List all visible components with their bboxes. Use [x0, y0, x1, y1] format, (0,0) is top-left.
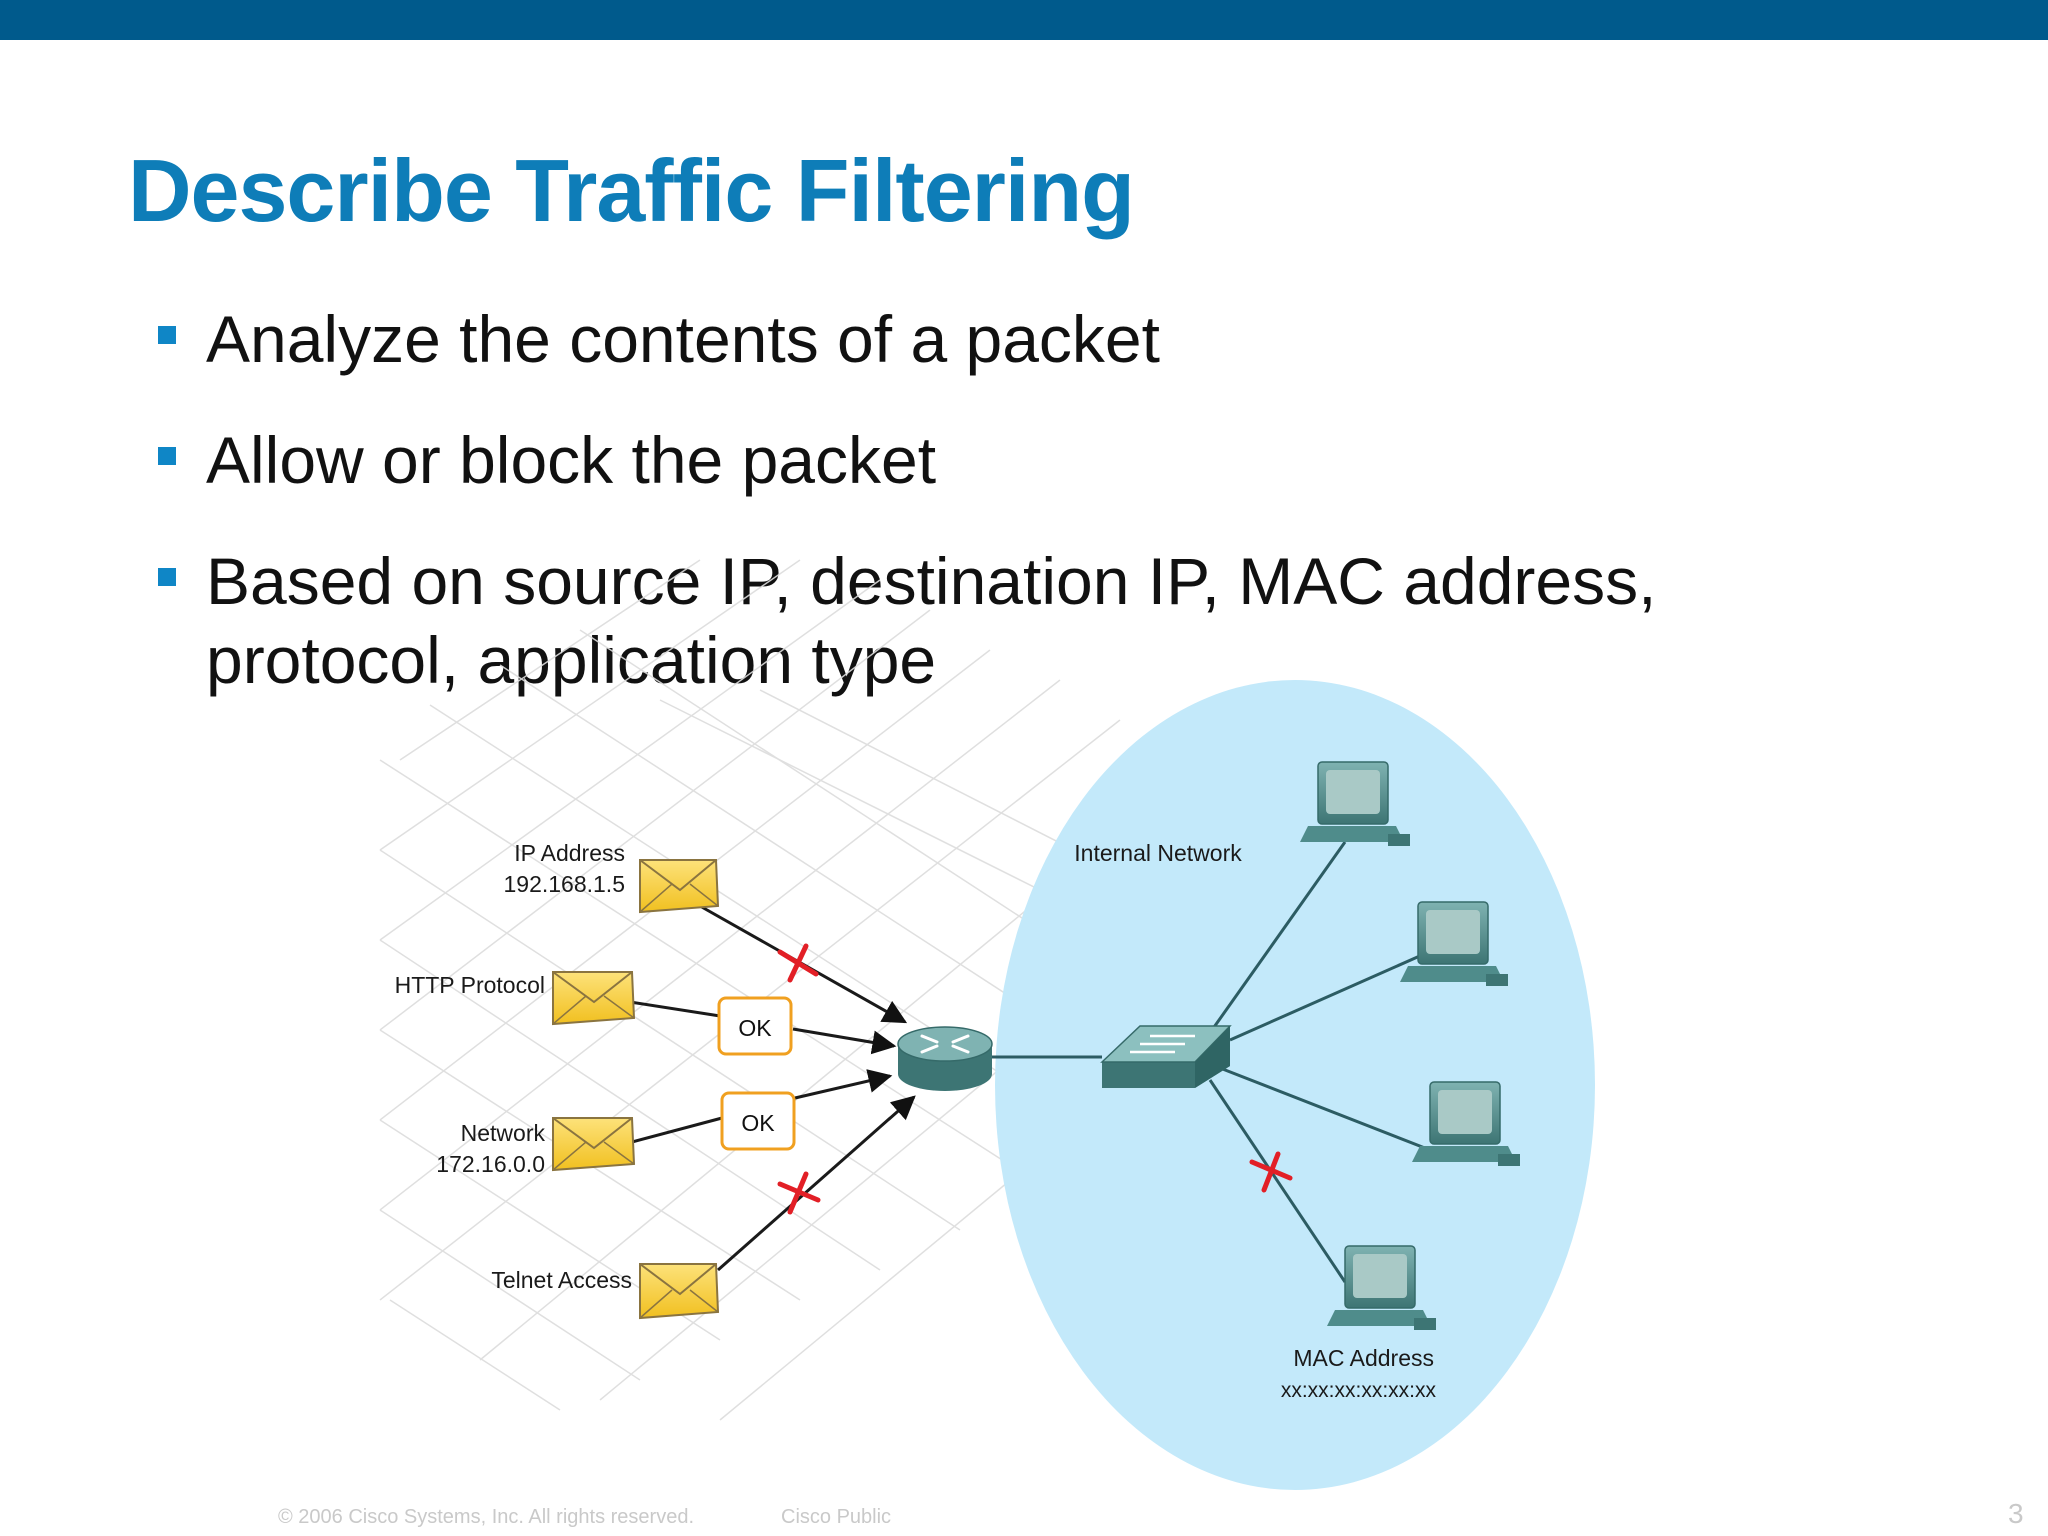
path-telnet: [717, 1095, 916, 1272]
bullet-list: Analyze the contents of a packet Allow o…: [158, 300, 1858, 742]
bullet-text: Analyze the contents of a packet: [206, 302, 1160, 376]
envelope-icon: [639, 1263, 720, 1320]
computer-icon: [1300, 761, 1410, 846]
link-host-4: [1208, 1079, 1347, 1283]
link-host-1: [1210, 841, 1347, 1031]
ok-label: OK: [738, 1015, 772, 1041]
ok-box-border: [717, 996, 793, 1056]
packet-label: Network: [461, 1120, 546, 1146]
internal-network-label: Internal Network: [1074, 840, 1242, 866]
packet-label: IP Address: [514, 840, 625, 866]
router-icon: [897, 1026, 993, 1091]
packet-sublabel: 172.16.0.0: [436, 1151, 545, 1177]
link-host-3: [1219, 1066, 1431, 1152]
mac-address-label: MAC Address: [1293, 1345, 1434, 1371]
mac-address-value: xx:xx:xx:xx:xx:xx: [1281, 1379, 1437, 1402]
page-number: 3: [2008, 1498, 2024, 1529]
internal-network-zone: [995, 680, 1595, 1490]
path-http-out: [792, 1027, 897, 1055]
envelope-icon: [552, 1117, 636, 1172]
path-network-out: [794, 1069, 893, 1100]
bullet-item: Analyze the contents of a packet: [158, 300, 1858, 379]
packet-paths: [629, 904, 916, 1272]
red-x-icon: [777, 1171, 821, 1215]
bullet-text: Allow or block the packet: [206, 423, 937, 497]
footer-classification: Cisco Public: [781, 1506, 892, 1528]
bullet-square-icon: [158, 568, 176, 586]
network-links: [992, 841, 1431, 1283]
bullet-item: Based on source IP, destination IP, MAC …: [158, 542, 1858, 700]
computer-icon: [1412, 1081, 1520, 1166]
bullet-text: Based on source IP, destination IP, MAC …: [206, 544, 1657, 697]
packet-label: HTTP Protocol: [395, 972, 545, 998]
footer-copyright: © 2006 Cisco Systems, Inc. All rights re…: [278, 1506, 695, 1528]
red-x-icon: [1249, 1151, 1293, 1193]
envelope-icon: [639, 859, 720, 914]
top-bar: [0, 0, 2048, 40]
bullet-square-icon: [158, 447, 176, 465]
slide-title: Describe Traffic Filtering: [128, 141, 1135, 240]
path-network-in: [631, 1116, 723, 1144]
bullet-square-icon: [158, 326, 176, 344]
ok-box-border: [720, 1091, 796, 1151]
red-x-icon: [777, 943, 819, 983]
path-http-in: [629, 1000, 721, 1018]
bullet-item: Allow or block the packet: [158, 421, 1858, 500]
packet-sublabel: 192.168.1.5: [503, 871, 625, 897]
packet-label: Telnet Access: [491, 1267, 632, 1293]
ok-box: OK: [720, 1091, 796, 1151]
computer-icon: [1400, 901, 1508, 986]
computer-icon: [1327, 1245, 1436, 1330]
ok-label: OK: [741, 1110, 775, 1136]
link-host-2: [1229, 953, 1423, 1042]
switch-icon: [1100, 1025, 1232, 1088]
ok-box: OK: [717, 996, 793, 1056]
envelope-icon: [552, 971, 636, 1026]
